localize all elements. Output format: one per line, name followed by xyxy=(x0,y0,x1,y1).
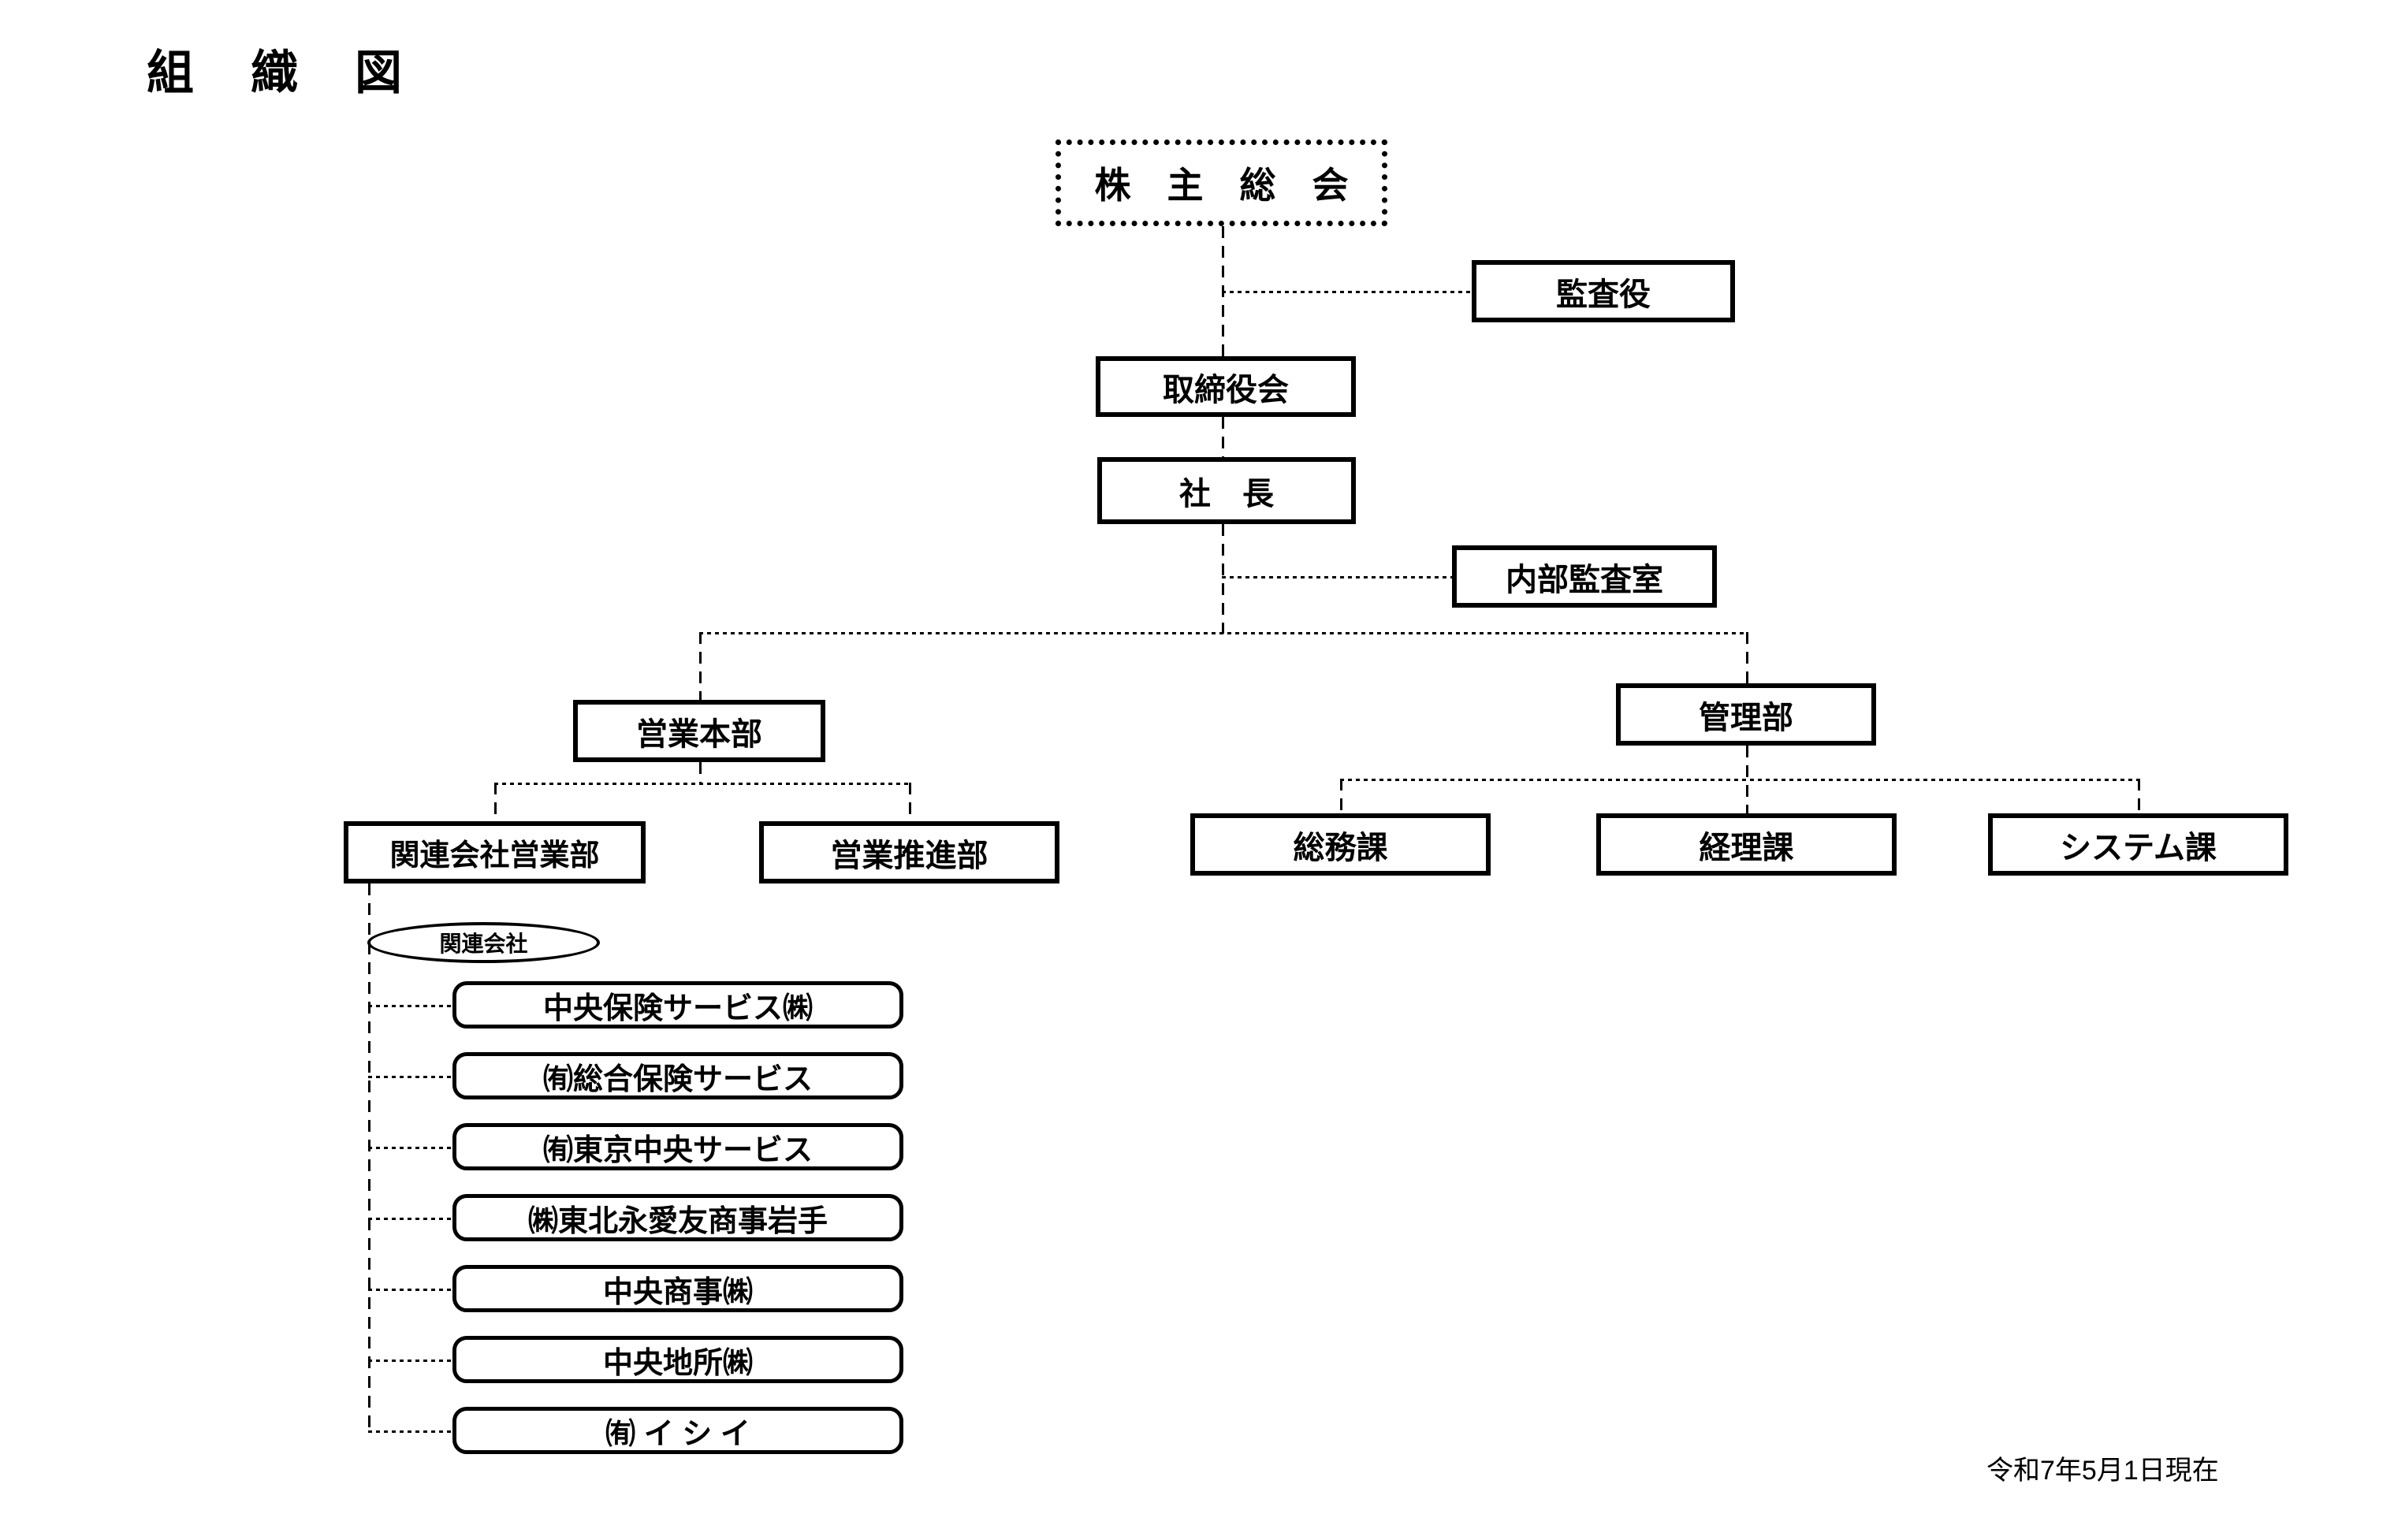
affiliate-box: 中央保険サービス㈱ xyxy=(452,981,903,1029)
affiliate-row: 中央地所㈱ xyxy=(368,1336,903,1383)
connector-board-president xyxy=(1222,417,1224,457)
affiliate-connector-line xyxy=(368,1005,452,1007)
connector-sales-branch xyxy=(494,783,910,785)
affiliate-label: 中央商事㈱ xyxy=(602,1275,753,1309)
connector-admin-branch xyxy=(1340,779,2139,781)
connector-auditor xyxy=(1222,291,1472,293)
node-general-affairs-section: 総務課 xyxy=(1190,813,1491,876)
affiliate-label: 中央地所㈱ xyxy=(602,1346,753,1380)
affiliate-row: ㈲ イ シ イ xyxy=(368,1407,903,1454)
affiliate-row: 中央商事㈱ xyxy=(368,1265,903,1312)
affiliate-box: ㈲総合保険サービス xyxy=(452,1052,903,1099)
affiliate-label: ㈲総合保険サービス xyxy=(542,1062,813,1096)
node-sales-headquarters: 営業本部 xyxy=(573,700,825,762)
affiliate-label: 中央保険サービス㈱ xyxy=(542,991,813,1025)
page-title: 組 織 図 xyxy=(147,46,407,99)
date-note: 令和7年5月1日現在 xyxy=(1986,1456,2219,1486)
affiliate-box: 中央商事㈱ xyxy=(452,1265,903,1312)
affiliate-label: ㈲ イ シ イ xyxy=(605,1417,750,1451)
affiliate-label: ㈲東京中央サービス xyxy=(542,1133,813,1167)
connector-internal-audit xyxy=(1222,576,1452,578)
affiliate-box: 中央地所㈱ xyxy=(452,1336,903,1383)
connector-branch-sales-promotion xyxy=(909,783,911,821)
connector-branch-general-affairs xyxy=(1340,779,1342,813)
connector-sales-hq-branch xyxy=(699,762,702,784)
affiliate-connector-line xyxy=(368,1218,452,1220)
affiliate-row: 中央保険サービス㈱ xyxy=(368,981,903,1029)
connector-branch-affiliate-sales xyxy=(494,783,497,821)
node-sales-promotion-dept: 営業推進部 xyxy=(759,821,1059,883)
affiliate-row: ㈱東北永愛友商事岩手 xyxy=(368,1194,903,1241)
connector-president-split xyxy=(1222,524,1224,634)
node-auditor: 監査役 xyxy=(1472,260,1735,322)
affiliate-connector-line xyxy=(368,1430,452,1433)
affiliate-row: ㈲東京中央サービス xyxy=(368,1123,903,1170)
affiliate-connector-line xyxy=(368,1289,452,1291)
connector-branch-systems xyxy=(2138,779,2140,813)
affiliate-label: ㈱東北永愛友商事岩手 xyxy=(527,1204,828,1238)
connector-split-admin xyxy=(1746,632,1748,683)
node-admin-department: 管理部 xyxy=(1616,683,1876,746)
affiliate-box: ㈲東京中央サービス xyxy=(452,1123,903,1170)
affiliate-box: ㈲ イ シ イ xyxy=(452,1407,903,1454)
node-affiliate-sales-dept: 関連会社営業部 xyxy=(344,821,646,883)
affiliate-connector-line xyxy=(368,1076,452,1078)
node-shareholders-meeting: 株 主 総 会 xyxy=(1056,139,1387,226)
affiliate-row: ㈲総合保険サービス xyxy=(368,1052,903,1099)
node-board-of-directors: 取締役会 xyxy=(1096,356,1356,417)
node-accounting-section: 経理課 xyxy=(1596,813,1897,876)
affiliate-connector-line xyxy=(368,1147,452,1149)
affiliate-connector-line xyxy=(368,1360,452,1362)
connector-affiliates-spine xyxy=(368,883,370,1430)
affiliate-box: ㈱東北永愛友商事岩手 xyxy=(452,1194,903,1241)
connector-split-sales-hq xyxy=(699,632,702,700)
connector-main-split xyxy=(699,632,1748,634)
node-systems-section: システム課 xyxy=(1988,813,2288,876)
node-internal-audit-office: 内部監査室 xyxy=(1452,545,1717,608)
node-president: 社 長 xyxy=(1097,457,1356,524)
affiliates-group-oval: 関連会社 xyxy=(367,922,600,963)
